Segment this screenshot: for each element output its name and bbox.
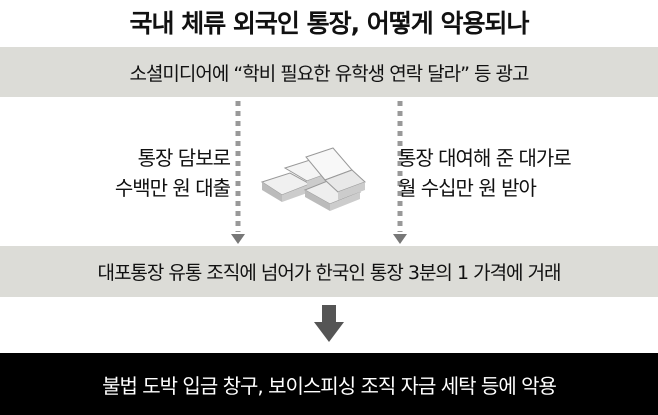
step-1-text: 소셜미디어에 “학비 필요한 유학생 연락 달라” 등 광고 (129, 62, 529, 85)
step-trafficking: 대포통장 유통 조직에 넘어가 한국인 통장 3분의 1 가격에 거래 (0, 246, 658, 297)
step-3-text: 불법 도박 입금 창구, 보이스피싱 조직 자금 세탁 등에 악용 (102, 373, 557, 398)
loan-description: 통장 담보로 수백만 원 대출 (114, 143, 231, 203)
left-text-line: 통장 담보로 (137, 146, 231, 170)
bankbook-stack-icon (260, 147, 366, 211)
rental-description: 통장 대여해 준 대가로 월 수십만 원 받아 (398, 143, 572, 203)
dotted-arrow-left (231, 101, 245, 244)
right-text-line: 통장 대여해 준 대가로 (398, 146, 572, 170)
step-social-media-ad: 소셜미디어에 “학비 필요한 유학생 연락 달라” 등 광고 (0, 47, 658, 97)
dotted-arrow-right (393, 101, 407, 244)
step-misuse: 불법 도박 입금 창구, 보이스피싱 조직 자금 세탁 등에 악용 (0, 353, 658, 415)
diagram-title: 국내 체류 외국인 통장, 어떻게 악용되나 (129, 9, 529, 38)
right-text-line: 월 수십만 원 받아 (398, 176, 537, 200)
left-text-line: 수백만 원 대출 (114, 176, 231, 200)
step-2-text: 대포통장 유통 조직에 넘어가 한국인 통장 3분의 1 가격에 거래 (97, 262, 561, 284)
down-arrow (314, 305, 344, 342)
